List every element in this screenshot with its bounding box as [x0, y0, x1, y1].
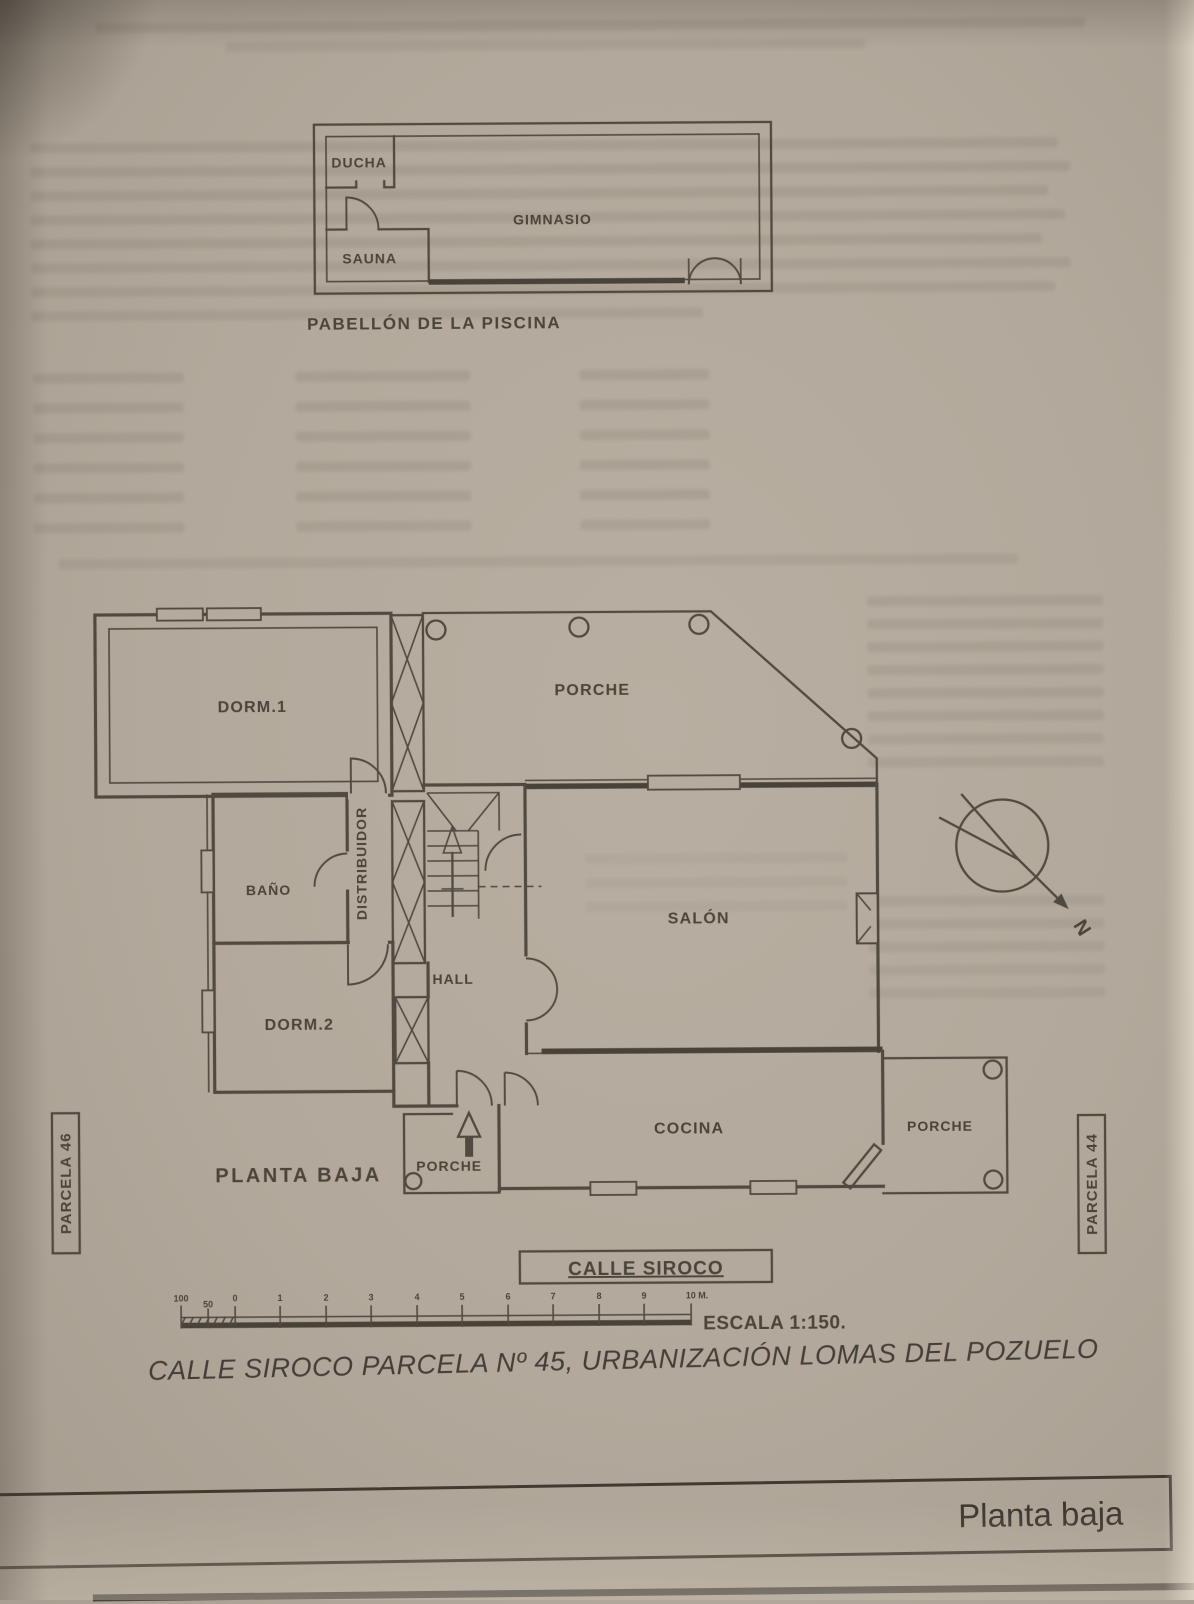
scale-tick-label: 6 [505, 1292, 510, 1302]
room-cocina: COCINA [499, 1049, 884, 1195]
room-label-porche-top: PORCHE [554, 682, 630, 699]
porch-column-icon [405, 1173, 421, 1189]
room-porche-top: PORCHE [423, 610, 877, 785]
pavilion-glazed-wall [429, 280, 685, 282]
scale-tick-label: 8 [596, 1291, 601, 1301]
room-porche-entrada: PORCHE [404, 1113, 499, 1194]
room-label-porche-entrada: PORCHE [416, 1158, 482, 1174]
compass-icon: N [940, 794, 1095, 941]
room-dorm1: DORM.1 [95, 607, 392, 797]
entrance-arrow-icon [458, 1113, 480, 1157]
room-porche-right: PORCHE [883, 1058, 1008, 1194]
porch-column-icon [984, 1171, 1002, 1189]
porch-column-icon [842, 729, 861, 748]
room-label-sauna: SAUNA [342, 250, 397, 266]
door-arc-icon [457, 1071, 492, 1106]
title-block-label: Planta baja [958, 1495, 1124, 1536]
scale-tick-label: 0 [232, 1293, 237, 1303]
room-label-gimnasio: GIMNASIO [513, 211, 592, 227]
window-icon [590, 1182, 636, 1195]
scale-tick-label: 7 [550, 1291, 555, 1301]
parcel-left-tag: PARCELA 46 [52, 1113, 80, 1253]
window-icon [207, 608, 261, 620]
door-leaf-icon [843, 1144, 881, 1188]
scale-tick-label: 1 [277, 1293, 282, 1303]
parcel-left-label: PARCELA 46 [58, 1132, 76, 1234]
pavilion-double-door-icon [689, 258, 741, 284]
porch-column-icon [689, 615, 708, 634]
door-gap [343, 852, 351, 890]
room-label-salon: SALÓN [668, 908, 730, 927]
room-label-dorm1: DORM.1 [218, 699, 288, 716]
door-arc-icon [314, 854, 347, 887]
street-label: CALLE SIROCO [568, 1258, 724, 1280]
window-icon [157, 608, 203, 620]
room-label-ducha: DUCHA [331, 154, 387, 170]
pavilion-outer-wall [314, 122, 772, 294]
room-dorm2: DORM.2 [202, 938, 394, 1092]
room-label-cocina: COCINA [654, 1120, 724, 1137]
ground-floor-plan: DORM.1 PORCHE [95, 603, 1097, 1198]
door-arc-icon [505, 1072, 538, 1105]
plan-title: CALLE SIROCO PARCELA Nº 45, URBANIZACIÓN… [148, 1333, 1099, 1386]
street-tag: CALLE SIROCO [520, 1250, 772, 1284]
room-sauna: SAUNA [326, 197, 429, 283]
porch-column-icon [984, 1061, 1002, 1079]
porch-column-icon [569, 618, 588, 637]
window-icon [202, 990, 214, 1032]
room-label-hall: HALL [432, 971, 473, 987]
room-label-distribuidor: DISTRIBUIDOR [353, 807, 370, 920]
parcel-right-tag: PARCELA 44 [1078, 1115, 1106, 1253]
room-salon: SALÓN [525, 774, 883, 1053]
pavilion-caption: PABELLÓN DE LA PISCINA [307, 313, 561, 334]
room-label-porche-right: PORCHE [907, 1118, 973, 1134]
scale-tick-label: 5 [459, 1292, 464, 1302]
scale-tick-label: 2 [323, 1293, 328, 1303]
scale-text: ESCALA 1:150. [703, 1312, 846, 1334]
floor-label: PLANTA BAJA [215, 1164, 382, 1187]
scale-tick-label: 100 [173, 1294, 188, 1304]
door-arc-icon [348, 944, 388, 984]
compass-north-label: N [1069, 916, 1095, 940]
window-icon [648, 775, 740, 790]
scale-tick-label: 9 [641, 1291, 646, 1301]
door-gap [350, 938, 388, 947]
double-door-arc-icon [526, 958, 557, 1020]
scale-tick-label: 3 [368, 1292, 373, 1302]
scale-bar: 100 50 0 1 2 3 4 5 6 7 8 9 10 M. ESCALA … [173, 1289, 846, 1337]
pool-pavilion-plan: DUCHA SAUNA GIMNASIO PABELLÓN DE LA PISC… [306, 122, 772, 334]
scale-tick-label: 50 [203, 1299, 213, 1309]
room-ducha: DUCHA [326, 136, 394, 187]
room-distribuidor: DISTRIBUIDOR [348, 758, 389, 920]
fireplace-icon [857, 893, 878, 943]
porch-column-icon [426, 620, 445, 639]
room-label-bano: BAÑO [246, 881, 291, 898]
scale-tick-label: 10 M. [686, 1290, 709, 1300]
door-gap [522, 956, 530, 1022]
scale-tick-label: 4 [414, 1292, 419, 1302]
window-icon [201, 850, 213, 892]
chimney-hatch-icon [391, 615, 429, 1063]
door-arc-icon [485, 834, 521, 870]
door-gap [348, 787, 388, 799]
parcel-right-label: PARCELA 44 [1084, 1133, 1102, 1235]
room-label-dorm2: DORM.2 [265, 1017, 335, 1034]
window-icon [750, 1181, 796, 1194]
